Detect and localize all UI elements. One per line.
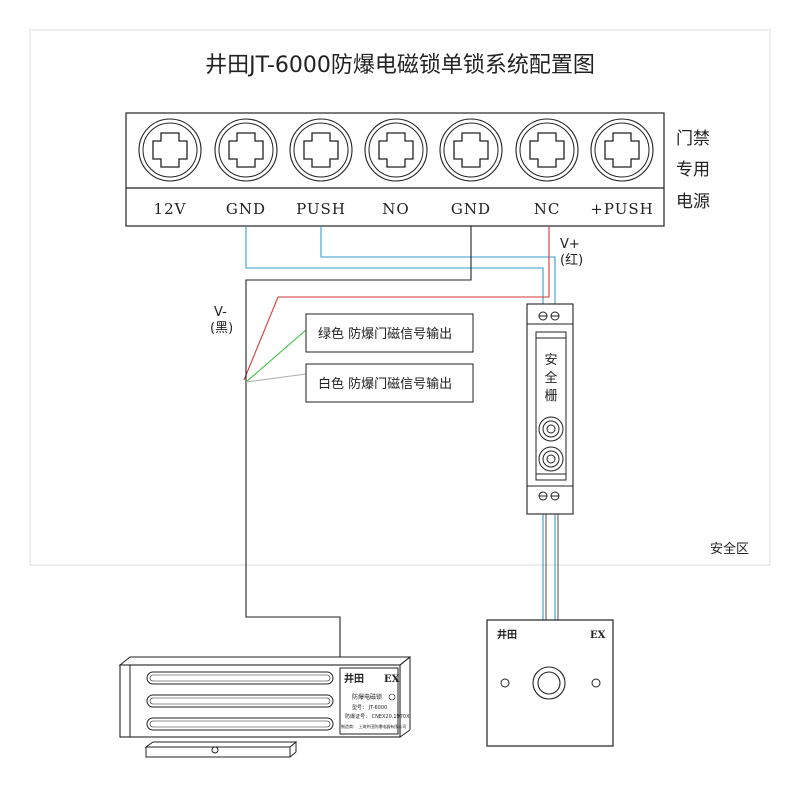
terminal-screw-3 [364, 118, 428, 182]
terminal-screw-6 [590, 118, 654, 182]
terminal-screw-0 [138, 118, 202, 182]
terminal-screw-2 [289, 118, 353, 182]
wire-black [245, 226, 472, 665]
terminal-label-2: PUSH [296, 200, 346, 218]
terminal-label-4: GND [451, 200, 491, 218]
barrier-label-1: 安 [544, 353, 557, 368]
v-plus-label: V+ [560, 237, 580, 252]
v-minus-label: V- [214, 305, 227, 320]
wire-gnd-blue [245, 226, 544, 314]
terminal-screw-4 [439, 118, 503, 182]
button-ex: EX [590, 630, 606, 641]
wires [243, 226, 559, 665]
green-signal-box [305, 313, 474, 353]
terminal-label-0: 12V [154, 200, 187, 218]
exit-button-panel: 井田 EX [486, 619, 614, 747]
v-minus-color: (黑) [210, 321, 233, 336]
terminal-label-5: NC [534, 200, 561, 218]
electromagnetic-lock: 井田 EX 防爆电磁锁 型号： JT-6000 防爆证号： CNEX20.197… [118, 656, 412, 758]
lock-ex: EX [384, 674, 400, 685]
wire-push-blue [320, 226, 556, 314]
lock-brand: 井田 [344, 672, 364, 685]
diagram-title: 井田JT-6000防爆电磁锁单锁系统配置图 [205, 53, 595, 78]
safety-barrier: 安 全 栅 [526, 303, 574, 515]
lock-cert: 防爆证号： CNEX20.1970X [345, 713, 410, 720]
terminal-label-3: NO [382, 200, 409, 218]
lock-maker: 制造商： 上海井田防爆电器有限公司 [341, 723, 406, 729]
button-brand: 井田 [497, 628, 517, 641]
safe-zone-label: 安全区 [710, 541, 749, 557]
barrier-label-3: 栅 [544, 389, 557, 404]
terminal-label-1: GND [226, 200, 266, 218]
terminal-screw-1 [214, 118, 278, 182]
power-label-line2: 专用 [676, 160, 710, 180]
wire-green [245, 329, 307, 383]
power-terminal-block: 12V GND PUSH NO GND NC +PUSH [125, 112, 665, 227]
terminal-screw-5 [515, 118, 579, 182]
lock-name: 防爆电磁锁 [352, 693, 382, 701]
barrier-label-2: 全 [544, 370, 557, 386]
v-plus-color: (红) [560, 252, 583, 268]
wire-white [245, 373, 307, 383]
lock-model: 型号： JT-6000 [352, 704, 387, 711]
power-label-line3: 电源 [676, 192, 710, 212]
wire-red [243, 226, 550, 381]
power-label-line1: 门禁 [676, 129, 710, 149]
white-signal-box [305, 363, 474, 403]
green-signal-label: 绿色 防爆门磁信号输出 [318, 326, 452, 342]
white-signal-label: 白色 防爆门磁信号输出 [318, 376, 452, 392]
safe-zone-frame [29, 29, 771, 566]
terminal-label-6: +PUSH [590, 200, 653, 218]
